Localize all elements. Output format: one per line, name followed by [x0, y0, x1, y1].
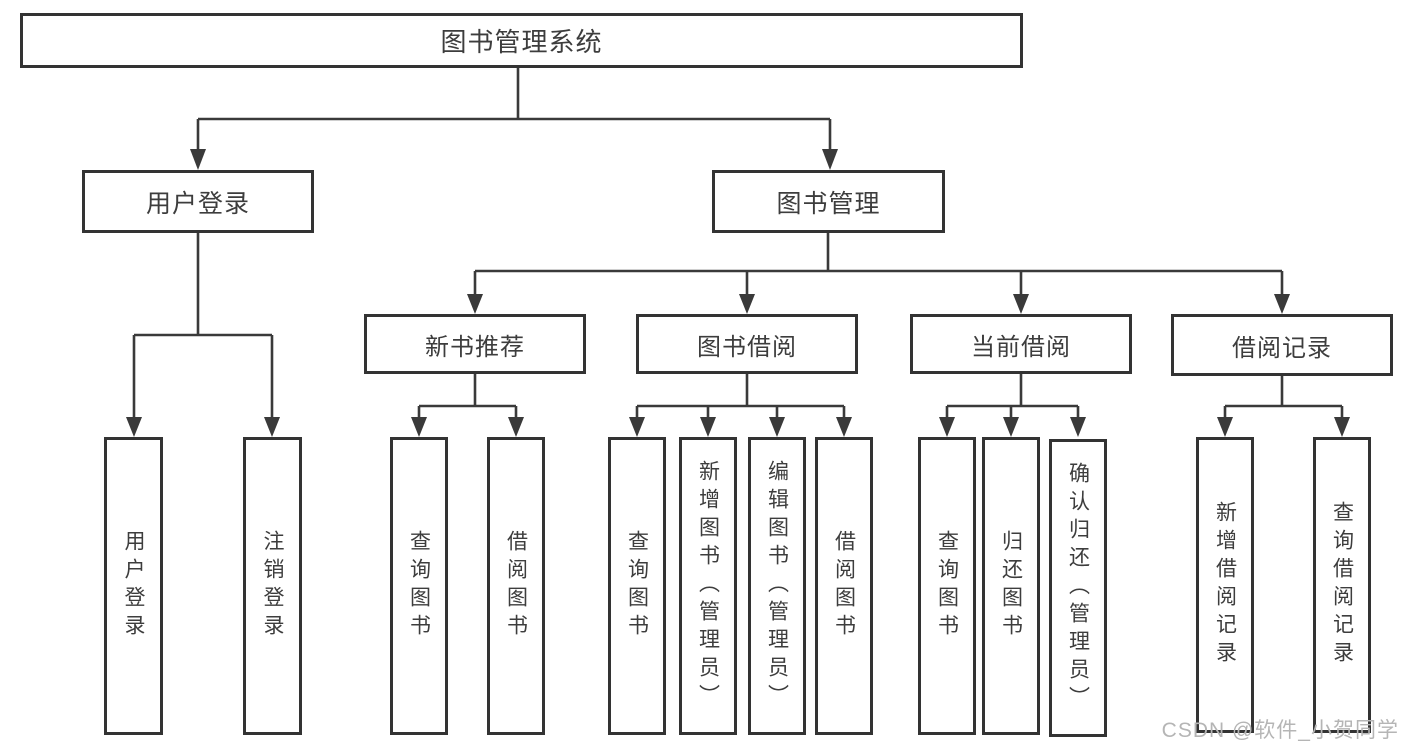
- node-label: 借阅记录: [1232, 334, 1332, 362]
- node-leaf-query-books-current: 查询图书: [918, 437, 976, 735]
- node-current-borrow: 当前借阅: [910, 314, 1132, 374]
- node-label: 确认归还（管理员）: [1066, 462, 1090, 714]
- node-leaf-borrow-books-recommend: 借阅图书: [487, 437, 545, 735]
- node-label: 用户登录: [145, 189, 250, 218]
- node-label: 用户登录: [122, 530, 146, 642]
- node-label: 新增图书（管理员）: [696, 460, 720, 712]
- node-leaf-borrow-books: 借阅图书: [815, 437, 873, 735]
- node-leaf-edit-book-admin: 编辑图书（管理员）: [748, 437, 806, 735]
- node-label: 当前借阅: [971, 333, 1071, 361]
- node-book-management: 图书管理: [712, 170, 945, 233]
- node-leaf-add-borrow-record: 新增借阅记录: [1196, 437, 1254, 733]
- node-leaf-query-borrow-record: 查询借阅记录: [1313, 437, 1371, 733]
- node-label: 查询图书: [407, 530, 431, 642]
- node-label: 借阅图书: [832, 530, 856, 642]
- arrowheads: [126, 149, 1350, 437]
- node-label: 图书管理系统: [440, 27, 603, 57]
- node-label: 查询借阅记录: [1330, 501, 1354, 669]
- node-book-borrow: 图书借阅: [636, 314, 858, 374]
- node-label: 注销登录: [261, 530, 285, 642]
- node-library-management-system: 图书管理系统: [20, 13, 1023, 68]
- node-leaf-add-book-admin: 新增图书（管理员）: [679, 437, 737, 735]
- node-leaf-query-books-recommend: 查询图书: [390, 437, 448, 735]
- node-label: 图书借阅: [697, 333, 797, 361]
- node-leaf-confirm-return-admin: 确认归还（管理员）: [1049, 439, 1107, 737]
- node-new-book-recommend: 新书推荐: [364, 314, 586, 374]
- node-leaf-query-books-borrow: 查询图书: [608, 437, 666, 735]
- node-label: 查询图书: [935, 530, 959, 642]
- node-leaf-logout: 注销登录: [243, 437, 302, 735]
- node-leaf-return-book: 归还图书: [982, 437, 1040, 735]
- csdn-watermark: CSDN @软件_小贺同学: [1161, 719, 1399, 742]
- node-label: 新增借阅记录: [1213, 501, 1237, 669]
- node-label: 编辑图书（管理员）: [765, 460, 789, 712]
- node-borrow-records: 借阅记录: [1171, 314, 1393, 376]
- node-label: 图书管理: [776, 189, 881, 218]
- node-user-login: 用户登录: [82, 170, 314, 233]
- node-label: 借阅图书: [504, 530, 528, 642]
- node-label: 归还图书: [999, 530, 1023, 642]
- node-leaf-user-login: 用户登录: [104, 437, 163, 735]
- node-label: 新书推荐: [425, 333, 525, 361]
- node-label: 查询图书: [625, 530, 649, 642]
